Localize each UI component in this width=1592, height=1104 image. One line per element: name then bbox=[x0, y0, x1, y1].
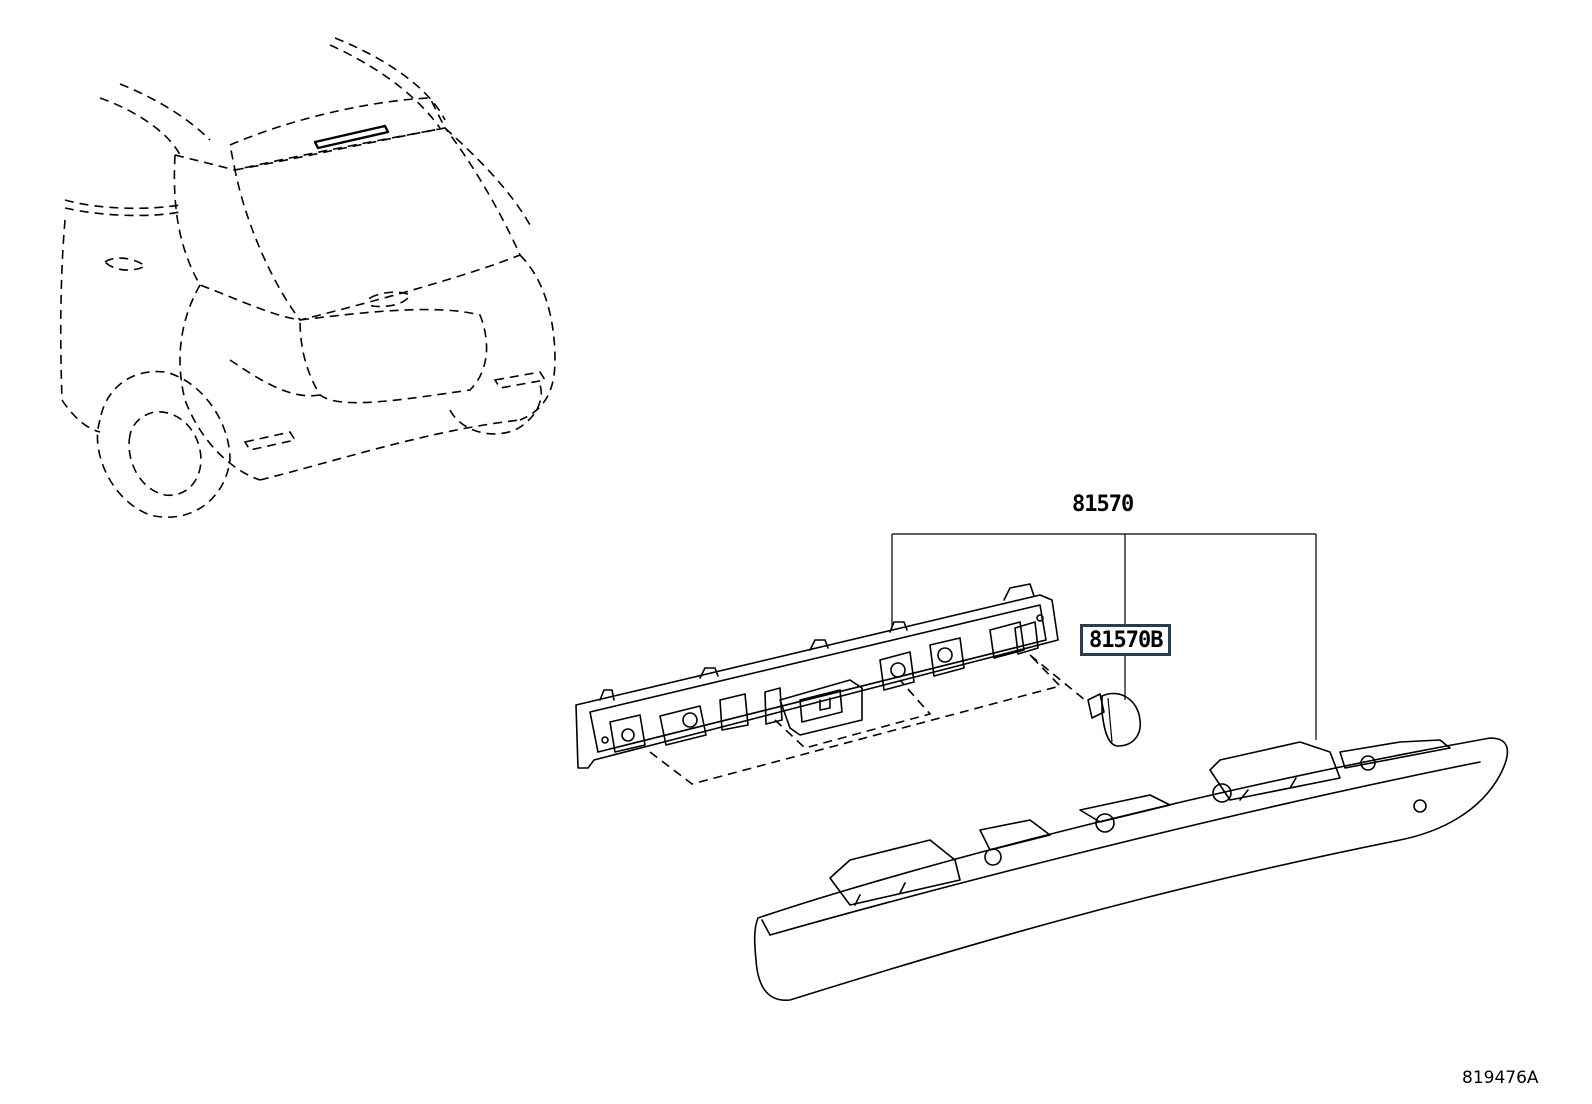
bulb-part-number[interactable]: 81570B bbox=[1080, 624, 1172, 656]
callout-leader-lines bbox=[891, 533, 1317, 740]
vehicle-rear-view bbox=[59, 37, 556, 518]
assembly-part-number[interactable]: 81570 bbox=[1072, 492, 1134, 517]
illustration-code: 819476A bbox=[1462, 1068, 1539, 1088]
lamp-housing-bracket bbox=[575, 583, 1059, 769]
high-mount-stop-lamp-lens bbox=[753, 737, 1509, 1001]
lamp-bulb bbox=[1087, 692, 1142, 747]
assembly-dashed-lines bbox=[649, 654, 1086, 785]
